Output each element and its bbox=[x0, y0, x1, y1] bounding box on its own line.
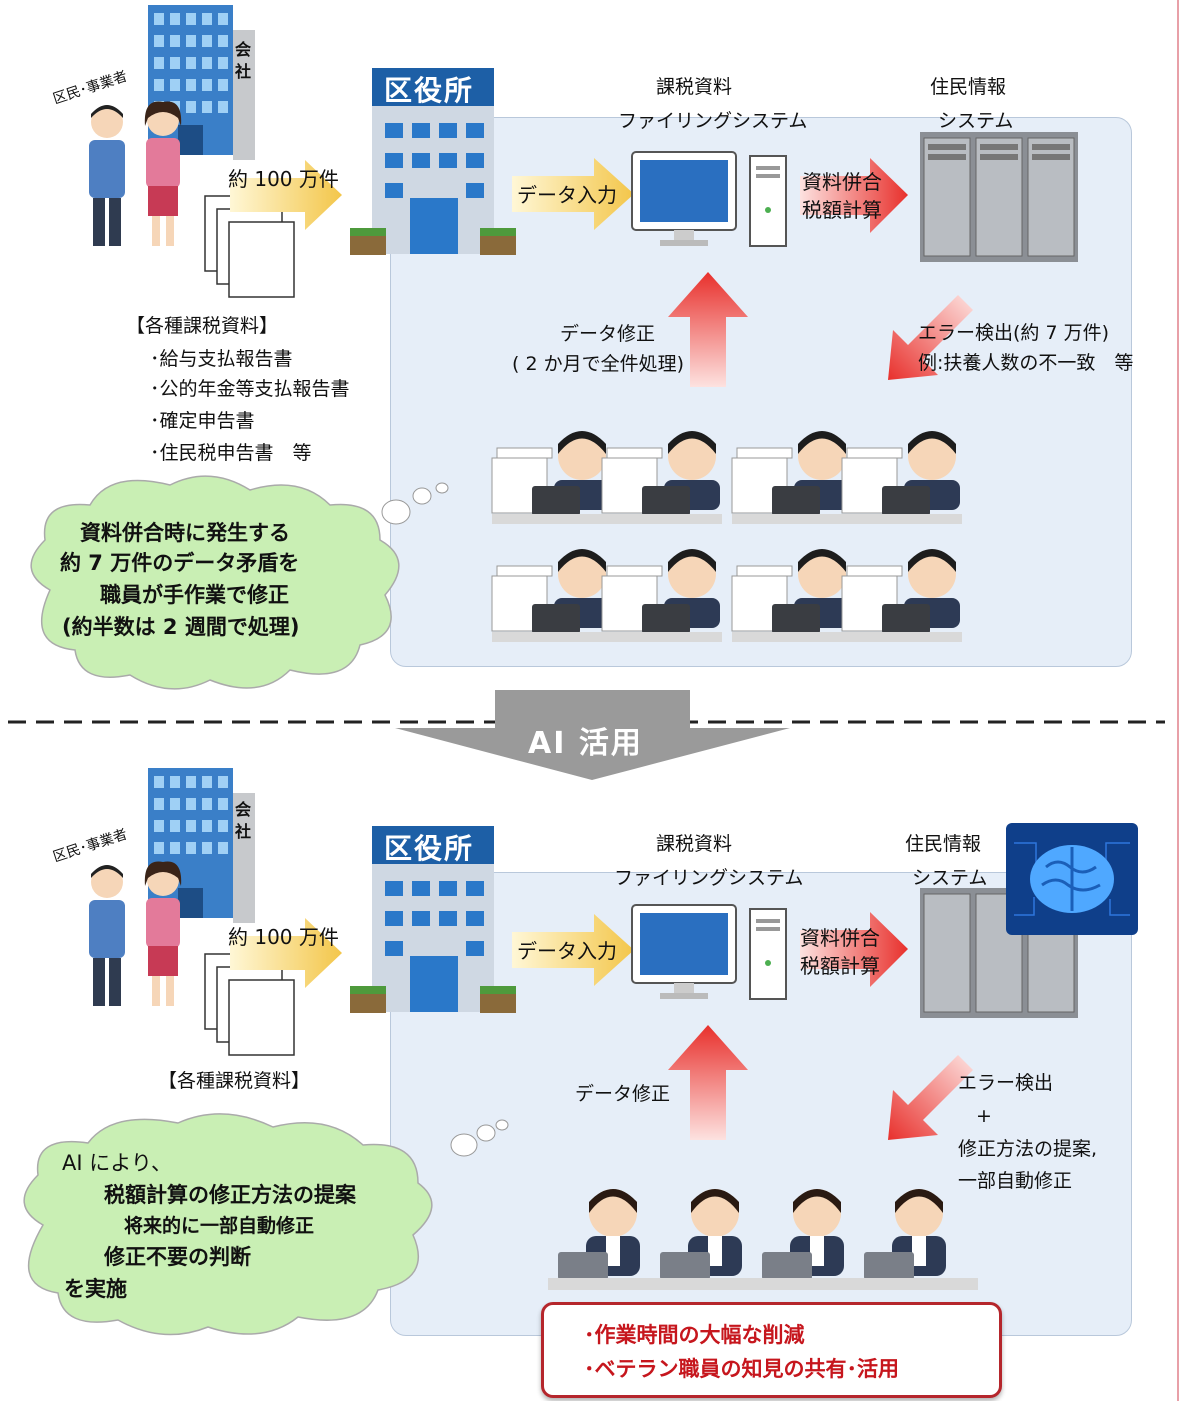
error-detect-arrow bbox=[888, 295, 973, 380]
document-count-label: 約 100 万件 bbox=[228, 925, 339, 949]
filing-system-title-2: ファイリングシステム bbox=[614, 867, 804, 889]
cloud-before-line-3: 職員が手作業で修正 bbox=[100, 583, 289, 607]
ward-office-sign: 区役所 bbox=[384, 832, 475, 865]
documents-title: 【各種課税資料】 bbox=[126, 315, 279, 337]
data-input-arrow bbox=[512, 158, 634, 230]
ai-utilization-label: AI 活用 bbox=[528, 726, 643, 761]
resident-man-icon bbox=[89, 865, 125, 1006]
data-fix-label-2: ( 2 か月で全件処理) bbox=[512, 353, 684, 375]
resident-man-icon bbox=[89, 105, 125, 246]
merge-label-1: 資料併合 bbox=[802, 170, 882, 194]
computer-terminal-icon bbox=[631, 151, 787, 247]
cloud-before-line-1: 資料併合時に発生する bbox=[80, 521, 290, 545]
resident-system-title-2: システム bbox=[938, 110, 1014, 132]
cloud-after-line-2: 税額計算の修正方法の提案 bbox=[104, 1183, 356, 1207]
data-fix-label-1: データ修正 bbox=[560, 323, 656, 345]
section-divider bbox=[8, 690, 1165, 780]
documents-stack-icon bbox=[204, 195, 295, 298]
data-fix-up-arrow bbox=[668, 272, 748, 387]
resident-woman-icon bbox=[144, 101, 182, 246]
filing-system-title-1: 課税資料 bbox=[656, 833, 733, 855]
documents-item-4: ･住民税申告書 等 bbox=[150, 442, 312, 464]
company-building-icon bbox=[148, 768, 255, 923]
error-detect-arrow bbox=[888, 1055, 973, 1140]
page-edge-line bbox=[1177, 0, 1179, 1401]
cloud-after-line-3: 将来的に一部自動修正 bbox=[124, 1215, 315, 1237]
merge-arrow bbox=[800, 158, 908, 233]
thought-cloud-before bbox=[30, 475, 449, 690]
merge-arrow bbox=[800, 912, 908, 987]
cloud-after-line-5: を実施 bbox=[64, 1277, 127, 1301]
merge-label-2: 税額計算 bbox=[800, 954, 880, 978]
result-summary-box: ･作業時間の大幅な削減 ･ベテラン職員の知見の共有･活用 bbox=[541, 1302, 1002, 1398]
data-input-label: データ入力 bbox=[517, 939, 617, 963]
company-sign-char-1: 会 bbox=[235, 800, 252, 819]
documents-item-2: ･公的年金等支払報告書 bbox=[150, 378, 350, 400]
data-input-label: データ入力 bbox=[517, 183, 617, 207]
company-sign-char-1: 会 bbox=[235, 40, 252, 59]
documents-item-1: ･給与支払報告書 bbox=[150, 348, 293, 370]
error-label-4: 一部自動修正 bbox=[958, 1170, 1073, 1192]
cloud-before-line-4: (約半数は 2 週間で処理) bbox=[62, 615, 300, 639]
filing-system-title-2: ファイリングシステム bbox=[618, 110, 808, 132]
document-count-label: 約 100 万件 bbox=[228, 167, 339, 191]
error-label-3: 修正方法の提案, bbox=[958, 1138, 1098, 1160]
submission-arrow bbox=[230, 918, 342, 988]
merge-label-1: 資料併合 bbox=[800, 926, 880, 950]
resident-system-title-2: システム bbox=[912, 867, 988, 889]
company-sign-char-2: 社 bbox=[235, 62, 252, 81]
resident-system-title-1: 住民情報 bbox=[930, 76, 1007, 98]
resident-woman-icon bbox=[144, 861, 182, 1006]
documents-title: 【各種課税資料】 bbox=[158, 1070, 311, 1092]
data-input-arrow bbox=[512, 914, 634, 986]
result-item-2: ･ベテラン職員の知見の共有･活用 bbox=[584, 1357, 899, 1381]
cloud-before-line-2: 約 7 万件のデータ矛盾を bbox=[60, 551, 300, 575]
ai-brain-icon bbox=[1006, 823, 1138, 935]
server-rack-icon bbox=[920, 132, 1078, 262]
filing-system-title-1: 課税資料 bbox=[656, 76, 733, 98]
error-label-2: + bbox=[976, 1105, 992, 1127]
error-label-1: エラー検出(約 7 万件) bbox=[918, 322, 1109, 344]
data-fix-up-arrow bbox=[668, 1025, 748, 1140]
resident-system-title-1: 住民情報 bbox=[905, 833, 982, 855]
data-fix-label: データ修正 bbox=[575, 1083, 671, 1105]
computer-terminal-icon bbox=[631, 904, 787, 1000]
cloud-after-line-4: 修正不要の判断 bbox=[104, 1245, 251, 1269]
merge-label-2: 税額計算 bbox=[802, 198, 882, 222]
ward-office-sign: 区役所 bbox=[384, 74, 475, 107]
cloud-after-line-1: AI により、 bbox=[62, 1151, 172, 1175]
stressed-workers-illustration bbox=[491, 430, 963, 643]
submission-arrow bbox=[230, 160, 342, 230]
documents-item-3: ･確定申告書 bbox=[150, 410, 255, 432]
company-sign-char-2: 社 bbox=[235, 822, 252, 841]
thought-cloud-after bbox=[23, 1113, 509, 1336]
ai-assisted-workers-illustration bbox=[548, 1189, 978, 1290]
ward-office-building-icon bbox=[350, 826, 516, 1013]
ward-office-building-icon bbox=[350, 68, 516, 255]
error-label-2: 例:扶養人数の不一致 等 bbox=[918, 352, 1134, 374]
error-label-1: エラー検出 bbox=[958, 1072, 1054, 1094]
result-item-1: ･作業時間の大幅な削減 bbox=[584, 1323, 805, 1347]
